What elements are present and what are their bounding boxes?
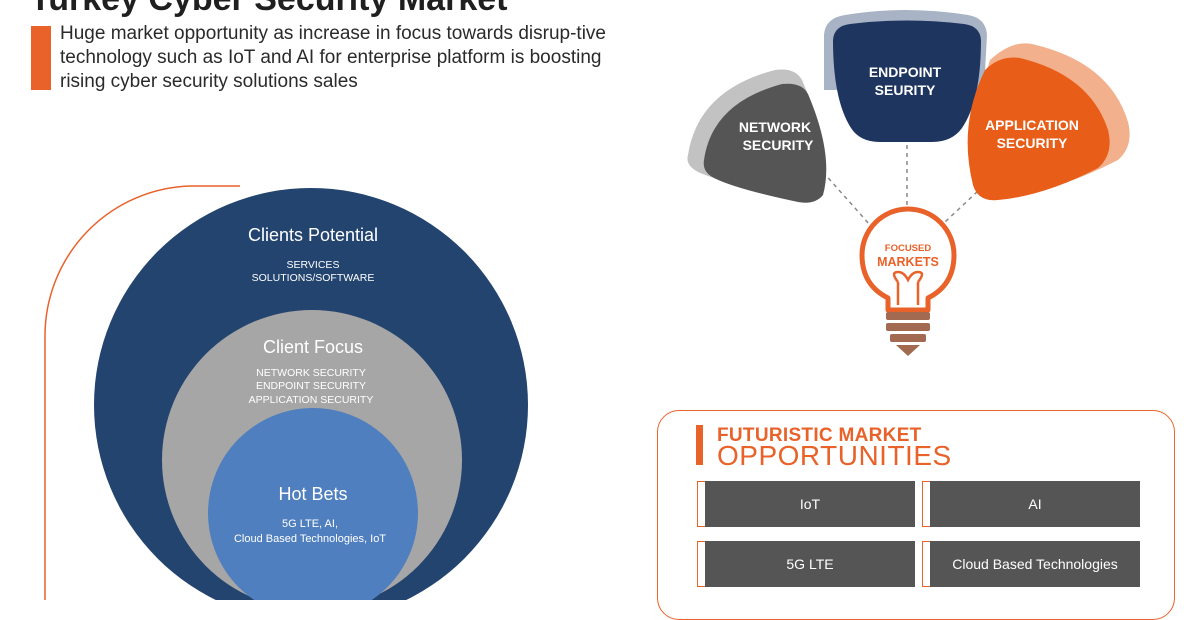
outer-orange-arc bbox=[44, 185, 240, 600]
page-title: Turkey Cyber Security Market bbox=[30, 0, 507, 19]
client-focus-line: APPLICATION SECURITY bbox=[249, 394, 374, 406]
bulb-label-large: MARKETS bbox=[877, 255, 939, 269]
endpoint-security-petal[interactable] bbox=[833, 20, 981, 143]
network-security-label: SECURITY bbox=[743, 137, 814, 153]
lightbulb-icon bbox=[859, 206, 957, 356]
hot-bets-line: Cloud Based Technologies, IoT bbox=[234, 533, 386, 545]
futuristic-title-line1: FUTURISTIC MARKET bbox=[717, 425, 922, 446]
opportunity-label: Cloud Based Technologies bbox=[930, 541, 1140, 587]
opportunity-label: 5G LTE bbox=[705, 541, 915, 587]
opportunity-card: 5G LTE bbox=[697, 541, 915, 589]
application-security-petal[interactable] bbox=[967, 57, 1110, 201]
application-security-label: APPLICATION bbox=[985, 117, 1079, 133]
clients-potential-line: SOLUTIONS/SOFTWARE bbox=[252, 272, 375, 284]
network-security-petal[interactable] bbox=[703, 83, 827, 203]
opportunity-card: Cloud Based Technologies bbox=[922, 541, 1140, 589]
clients-potential-title: Clients Potential bbox=[248, 225, 378, 245]
application-security-label: SECURITY bbox=[997, 135, 1068, 151]
opportunity-label: AI bbox=[930, 481, 1140, 527]
focused-markets-diagram: NETWORK SECURITY ENDPOINT SEURITY APPLIC… bbox=[687, 10, 1130, 356]
futuristic-title-line2: OPPORTUNITIES bbox=[717, 440, 952, 471]
opportunity-label: IoT bbox=[705, 481, 915, 527]
endpoint-security-label: SEURITY bbox=[875, 82, 936, 98]
network-security-label: NETWORK bbox=[739, 119, 811, 135]
client-focus-line: ENDPOINT SECURITY bbox=[256, 380, 366, 392]
intro-accent-bar bbox=[31, 26, 51, 90]
opportunity-card: AI bbox=[922, 481, 1140, 529]
client-focus-line: NETWORK SECURITY bbox=[256, 367, 366, 379]
bulb-label-small: FOCUSED bbox=[885, 243, 932, 254]
futuristic-accent-bar bbox=[696, 425, 703, 465]
client-focus-title: Client Focus bbox=[263, 337, 363, 357]
clients-potential-line: SERVICES bbox=[287, 259, 340, 271]
hot-bets-line: 5G LTE, AI, bbox=[282, 518, 338, 530]
hot-bets-title: Hot Bets bbox=[278, 484, 347, 504]
client-circles-diagram: Clients Potential SERVICES SOLUTIONS/SOF… bbox=[44, 185, 528, 600]
opportunity-card: IoT bbox=[697, 481, 915, 529]
connector-line bbox=[822, 171, 871, 226]
endpoint-security-label: ENDPOINT bbox=[869, 64, 942, 80]
hot-bets-circle bbox=[208, 408, 418, 600]
intro-text: Huge market opportunity as increase in f… bbox=[60, 23, 606, 92]
